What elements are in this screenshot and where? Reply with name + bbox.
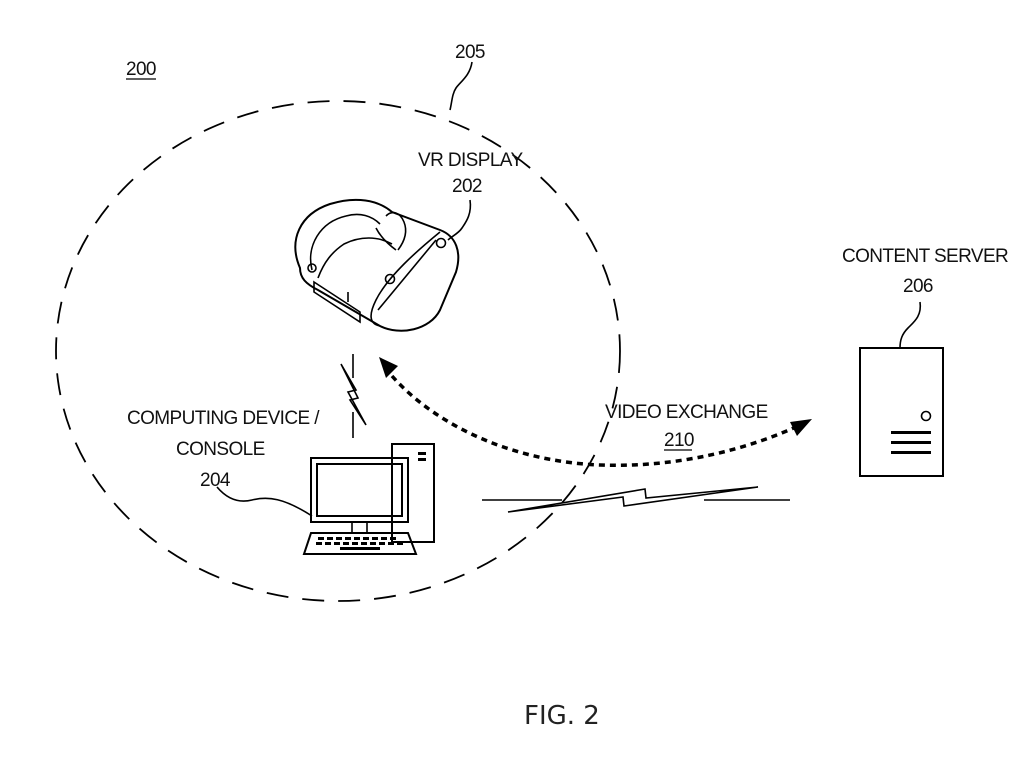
content-server-leader-line (899, 301, 922, 349)
vr-display-label: VR DISPLAY (418, 150, 523, 171)
computer-monitor (310, 457, 409, 523)
computer-keyboard (302, 532, 418, 555)
system-ref-label: 200 (126, 59, 156, 80)
figure-caption: FIG. 2 (524, 701, 600, 731)
lightning-bolt-icon (507, 486, 759, 513)
zone-ref-label: 205 (455, 42, 485, 63)
zone-dashed-circle (55, 100, 621, 602)
computing-device-label-line2: CONSOLE (176, 439, 265, 460)
computing-device-leader-line (216, 486, 313, 517)
video-exchange-arrow (379, 357, 812, 468)
arrowhead-right (790, 419, 812, 436)
computing-device-label-line1: COMPUTING DEVICE / (127, 408, 320, 429)
server-tower-icon (859, 347, 944, 477)
zone-leader-line (449, 61, 473, 111)
server-power-indicator (920, 410, 932, 422)
vr-headset-icon (294, 198, 460, 332)
video-exchange-label: VIDEO EXCHANGE (605, 402, 768, 423)
content-server-ref: 206 (903, 276, 933, 297)
video-exchange-ref: 210 (664, 430, 694, 451)
vr-display-ref: 202 (452, 176, 482, 197)
lightning-bolt-icon (340, 363, 367, 426)
vr-display-leader-line (447, 199, 472, 241)
computer-tower (391, 443, 435, 543)
content-server-label: CONTENT SERVER (842, 246, 1008, 267)
wireless-link-local (340, 354, 367, 438)
wireless-link-remote (482, 486, 790, 513)
computing-device-ref: 204 (200, 470, 231, 491)
arrowhead-left (379, 357, 398, 378)
desktop-computer-icon (302, 443, 435, 555)
